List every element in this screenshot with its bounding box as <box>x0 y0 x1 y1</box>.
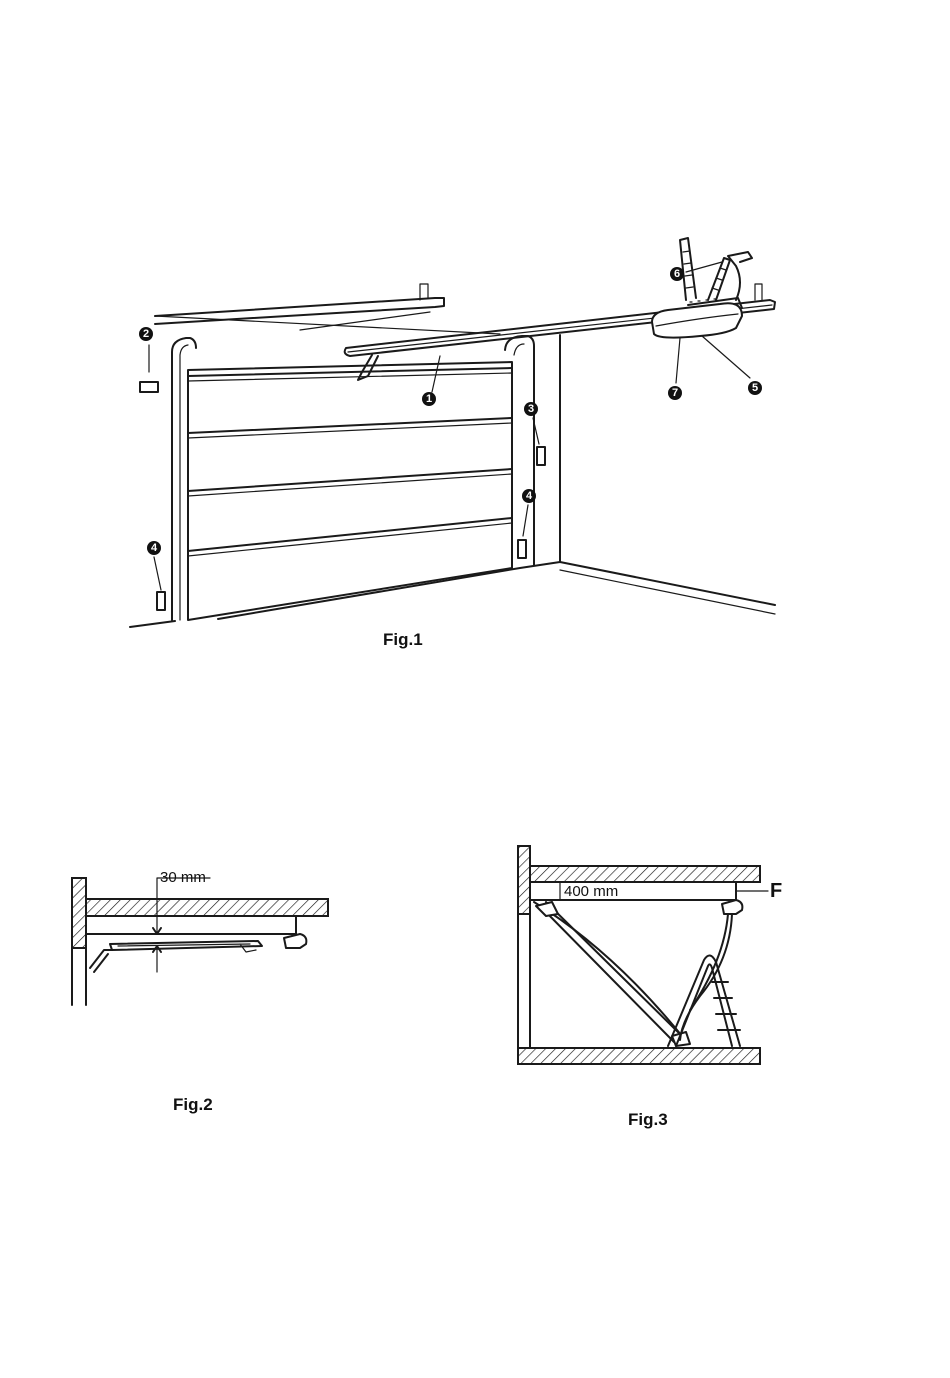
leader-5 <box>702 336 750 378</box>
hanger-bracket-left <box>680 238 696 300</box>
photocell-box-left <box>157 592 165 610</box>
photocell-box-right-lower <box>518 540 526 558</box>
fig3-dimension-label: 400 mm <box>564 883 618 900</box>
svg-text:2: 2 <box>143 328 149 340</box>
fig2-door-bracket <box>90 950 112 972</box>
ceiling-line <box>155 316 500 334</box>
left-top-track <box>155 298 444 324</box>
right-frame <box>505 336 534 565</box>
callout-1: 1 <box>422 392 436 406</box>
wall-button-box <box>140 382 158 392</box>
callout-4-right: 4 <box>522 489 536 503</box>
callout-5: 5 <box>748 381 762 395</box>
fig1-garage-scene: 1 2 3 4 4 5 6 7 Fig.1 <box>130 238 775 649</box>
fig3-rail-diagonal <box>540 902 682 1042</box>
fig1-caption: Fig.1 <box>383 630 423 649</box>
fig3-door-bracket-top <box>536 902 558 916</box>
door-groove-3 <box>188 469 512 491</box>
left-frame-inner <box>180 345 188 620</box>
callout-6: 6 <box>670 267 684 281</box>
fig3-wall-hatched <box>518 846 530 914</box>
fig2-wall-lines <box>72 948 86 1005</box>
fig2-dim-line <box>157 878 210 972</box>
fig3-force-label: F <box>770 880 782 902</box>
callout-4-left: 4 <box>147 541 161 555</box>
callout-2: 2 <box>139 327 153 341</box>
svg-text:4: 4 <box>526 490 533 502</box>
motor-head <box>652 303 742 337</box>
photocell-box-right-upper <box>537 447 545 465</box>
leader-7 <box>676 338 680 383</box>
floor-edge <box>560 570 775 614</box>
fig3-motor <box>722 900 742 914</box>
fig2-ceiling-slab <box>86 899 328 916</box>
fig2-lintel <box>86 916 296 934</box>
fig3-floor-slab <box>518 1048 760 1064</box>
fig3-wall-lines <box>518 914 530 1048</box>
fig3-caption: Fig.3 <box>628 1110 668 1129</box>
emergency-cord <box>728 252 752 300</box>
rail-bracket <box>755 284 762 301</box>
fig2-clearance-detail: 30 mm Fig.2 <box>72 869 328 1114</box>
leader-1 <box>432 356 440 392</box>
leader-4-left <box>154 557 161 590</box>
callout-7: 7 <box>668 386 682 400</box>
leader-4-right <box>523 505 528 536</box>
callout-3: 3 <box>524 402 538 416</box>
fig2-wall-hatched <box>72 878 86 948</box>
door-groove-4 <box>188 518 512 551</box>
svg-text:3: 3 <box>528 403 534 415</box>
svg-text:1: 1 <box>426 393 432 405</box>
fig2-dimension-label: 30 mm <box>160 869 206 886</box>
fig3-ceiling-slab <box>530 866 760 882</box>
fig3-lintel <box>530 882 736 900</box>
fig2-caption: Fig.2 <box>173 1095 213 1114</box>
fig3-ceiling-mount-detail: 400 mm F Fig.3 <box>518 846 782 1129</box>
door-groove-3b <box>188 474 512 496</box>
svg-text:5: 5 <box>752 382 758 394</box>
door-groove-4b <box>188 523 512 556</box>
svg-text:4: 4 <box>151 542 158 554</box>
fig2-motor <box>284 934 306 948</box>
door-panel-outline <box>188 362 512 620</box>
svg-text:6: 6 <box>674 268 680 280</box>
svg-text:7: 7 <box>672 387 678 399</box>
right-frame-inner <box>514 344 524 355</box>
fig3-cable <box>680 914 732 1040</box>
